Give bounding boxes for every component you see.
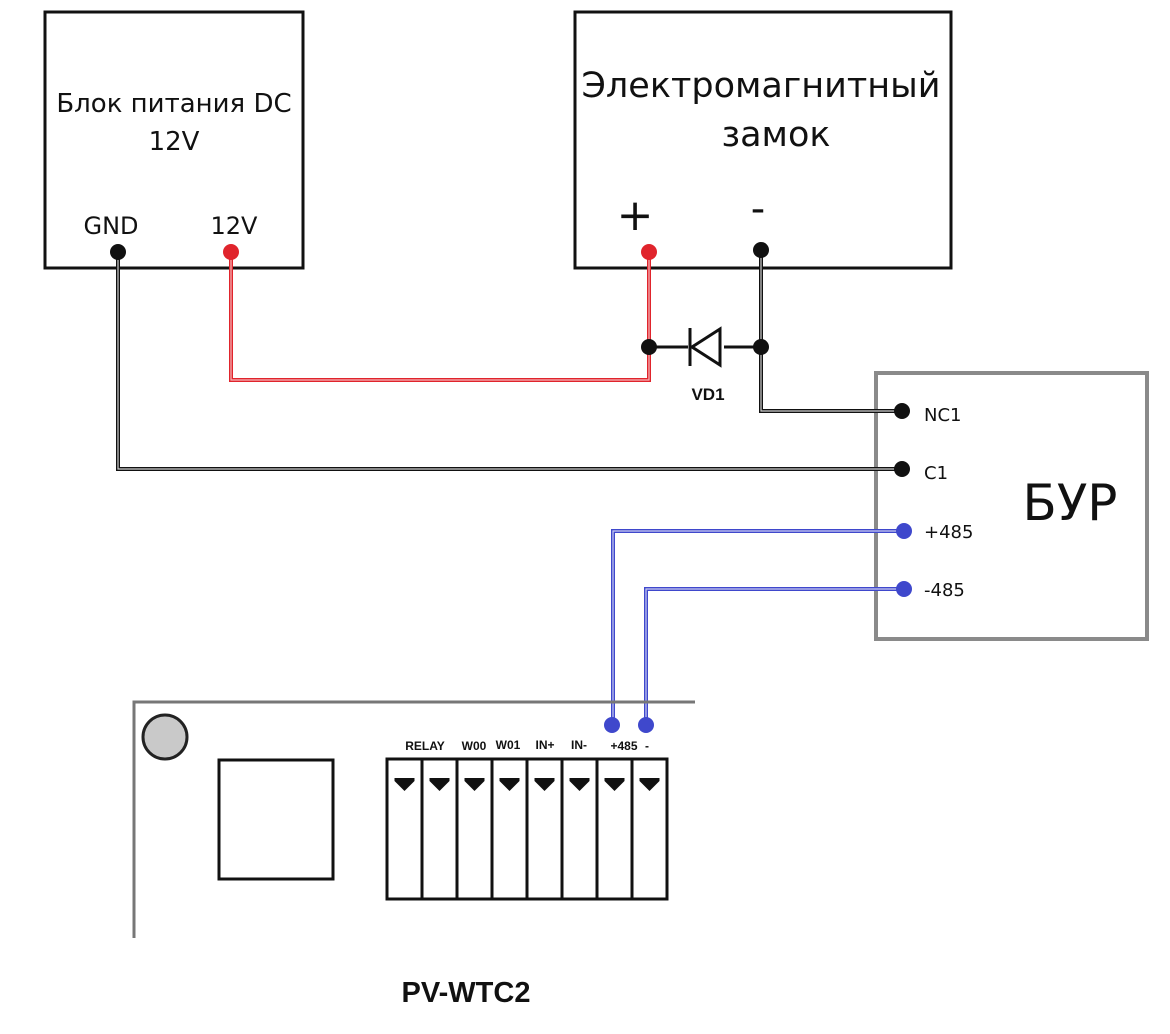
bur-block: БУР NC1 C1 +485 -485: [874, 371, 1149, 641]
lock-plus-label: +: [617, 190, 654, 241]
bur-title: БУР: [1023, 474, 1118, 532]
bur-terminal-c1: C1: [924, 463, 948, 484]
controller-board: RELAY W00 W01 IN+ IN- +485 - PV-WTC2: [132, 700, 695, 1009]
minus485-terminal-dot: [896, 581, 912, 597]
terminal-block: [385, 757, 669, 901]
bur-terminal-plus485: +485: [924, 522, 973, 543]
lock-title: Электромагнитный: [581, 66, 940, 106]
lock-plus-terminal-dot: [641, 244, 657, 260]
nc1-terminal-dot: [894, 403, 910, 419]
controller-plus485-dot: [604, 717, 620, 733]
diode-vd1: VD1: [688, 326, 725, 404]
gnd-terminal-dot: [110, 244, 126, 260]
lock-subtitle: замок: [721, 115, 830, 155]
lock-minus-terminal-dot: [753, 242, 769, 258]
wire-minus485-blue: [644, 587, 903, 725]
bur-terminal-nc1: NC1: [924, 405, 962, 426]
c1-terminal-dot: [894, 461, 910, 477]
terminal-label-relay: RELAY: [405, 739, 445, 753]
electromagnetic-lock-block: Электромагнитный замок + -: [573, 10, 953, 270]
v12-label: 12V: [211, 212, 259, 240]
diode-label: VD1: [691, 385, 724, 404]
terminal-label-w01: W01: [496, 738, 521, 752]
terminal-label-w00: W00: [462, 739, 487, 753]
controller-title: PV-WTC2: [402, 977, 531, 1009]
bur-terminal-minus485: -485: [924, 580, 965, 601]
controller-minus485-dot: [638, 717, 654, 733]
wires: [116, 252, 903, 725]
power-supply-title: Блок питания DC: [56, 89, 291, 119]
plus485-terminal-dot: [896, 523, 912, 539]
power-supply-voltage: 12V: [149, 127, 200, 157]
v12-terminal-dot: [223, 244, 239, 260]
terminal-label-plus485: +485: [610, 739, 637, 753]
terminal-label-in-plus: IN+: [535, 738, 554, 752]
wire-plus485-blue: [611, 529, 903, 725]
wire-gnd-black: [116, 252, 902, 471]
diode-left-junction-dot: [641, 339, 657, 355]
diode-right-junction-dot: [753, 339, 769, 355]
wire-12v-red: [229, 252, 651, 382]
reader-window: [217, 758, 335, 881]
terminal-label-in-minus: IN-: [571, 738, 587, 752]
led-indicator: [141, 713, 189, 761]
power-supply-block: Блок питания DC 12V GND 12V: [43, 10, 305, 270]
gnd-label: GND: [83, 212, 138, 240]
terminal-label-minus: -: [645, 739, 649, 753]
connection-dots: [110, 242, 912, 733]
lock-minus-label: -: [751, 186, 765, 232]
